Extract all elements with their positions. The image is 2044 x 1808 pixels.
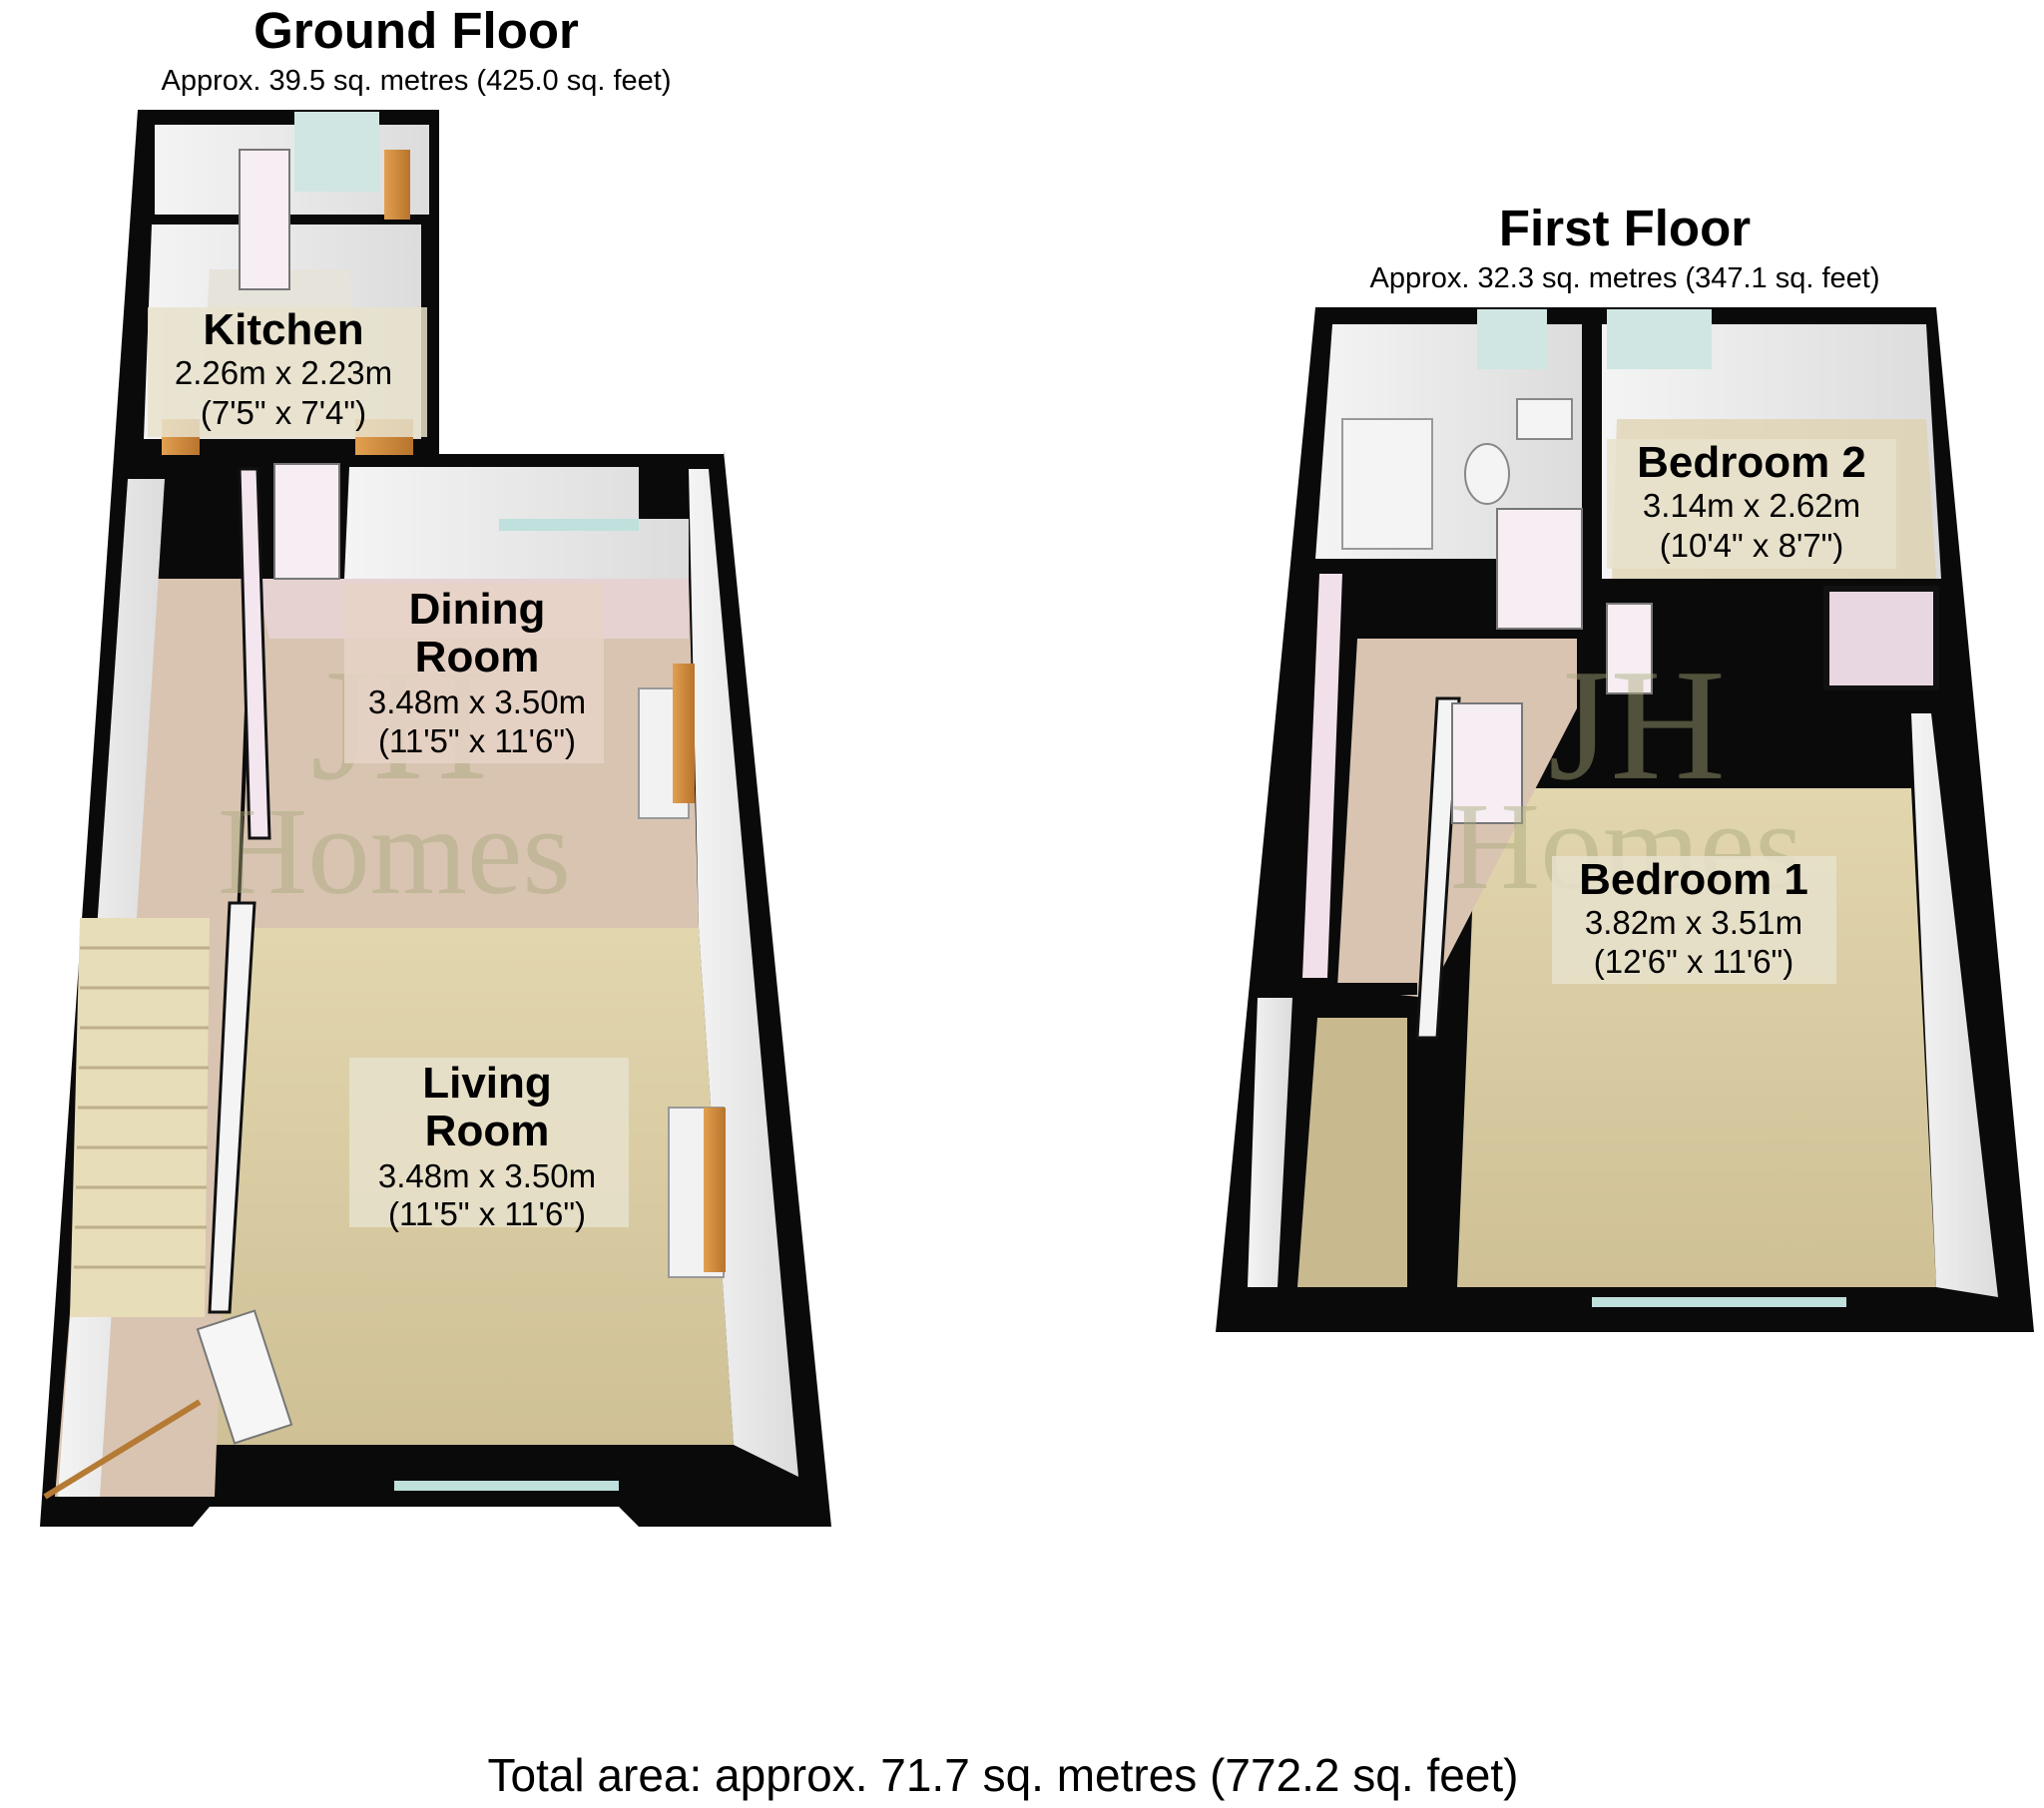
- bedroom1-window: [1592, 1297, 1846, 1307]
- kitchen-label-bg: [148, 307, 427, 437]
- utility-door: [239, 149, 290, 290]
- bathtub: [1341, 418, 1433, 550]
- ground-floor-plan: JH Homes: [40, 110, 831, 1527]
- staircase: [43, 918, 210, 1500]
- living-name-line2: Room: [425, 1107, 550, 1155]
- bedroom2-window: [1607, 309, 1712, 369]
- ground-right-wall-inner: [689, 469, 798, 1477]
- kitchen-name: Kitchen: [203, 305, 363, 354]
- bedroom1-name: Bedroom 1: [1579, 855, 1808, 904]
- bedroom1-dim-m: 3.82m x 3.51m: [1585, 904, 1802, 941]
- closet-inner-wall: [1248, 998, 1292, 1287]
- bedroom2-dim-m: 3.14m x 2.62m: [1643, 487, 1860, 524]
- dining-label-bg: [344, 584, 604, 763]
- dining-dim-m: 3.48m x 3.50m: [368, 683, 586, 720]
- first-floor-area: Approx. 32.3 sq. metres (347.1 sq. feet): [1370, 262, 1880, 294]
- kitchen-door: [273, 463, 340, 580]
- hall-partition-upper: [238, 467, 271, 840]
- first-floor-title: First Floor: [1499, 200, 1751, 256]
- back-window: [294, 112, 379, 192]
- cupboard-upper: [1823, 586, 1939, 691]
- living-fireplace-mantel: [704, 1108, 726, 1272]
- bedroom1-dim-ft: (12'6" x 11'6"): [1594, 943, 1794, 980]
- partition-landing: [1315, 559, 1485, 569]
- living-name-line1: Living: [422, 1059, 552, 1108]
- basin: [1516, 398, 1573, 440]
- bathroom-door: [1496, 508, 1583, 630]
- bedroom1-right-wall-inner: [1911, 713, 1998, 1297]
- bedroom2-door: [1606, 603, 1653, 694]
- bedroom1-door: [1451, 702, 1523, 824]
- bedroom2-name: Bedroom 2: [1637, 438, 1866, 487]
- back-door: [384, 150, 410, 220]
- bathroom-window: [1477, 309, 1547, 369]
- ground-floor-title: Ground Floor: [254, 2, 579, 59]
- bedroom2-dim-ft: (10'4" x 8'7"): [1660, 527, 1844, 564]
- hall-partition-lower: [208, 901, 256, 1314]
- bedroom1-left-wall: [1415, 696, 1461, 1040]
- watermark-jh-first: JH: [1548, 636, 1726, 813]
- living-label-bg: [349, 1058, 629, 1227]
- dining-name-line1: Dining: [409, 585, 546, 634]
- ground-floor-area: Approx. 39.5 sq. metres (425.0 sq. feet): [162, 65, 672, 97]
- toilet: [1464, 443, 1510, 505]
- dining-fireplace-mantel: [673, 664, 695, 803]
- bedroom2-label-bg: [1607, 439, 1896, 569]
- partition-bed1-top: [1587, 690, 1941, 702]
- watermark-homes: Homes: [218, 783, 571, 921]
- closet-carpet: [1297, 1018, 1407, 1287]
- landing-left-pink-wall: [1302, 574, 1342, 978]
- dining-window: [499, 519, 639, 531]
- total-area: Total area: approx. 71.7 sq. metres (772…: [487, 1749, 1518, 1801]
- bedroom1-label-bg: [1552, 856, 1836, 984]
- dining-dim-ft: (11'5" x 11'6"): [378, 722, 576, 759]
- living-dim-ft: (11'5" x 11'6"): [388, 1195, 586, 1232]
- front-door: [196, 1309, 293, 1445]
- dining-name-line2: Room: [415, 633, 540, 681]
- partition-bed2: [1587, 307, 1599, 691]
- kitchen-dim-ft: (7'5" x 7'4"): [201, 394, 366, 431]
- living-window: [394, 1481, 619, 1491]
- living-dim-m: 3.48m x 3.50m: [378, 1157, 596, 1194]
- kitchen-dim-m: 2.26m x 2.23m: [175, 354, 392, 391]
- closet-wall: [1273, 983, 1417, 995]
